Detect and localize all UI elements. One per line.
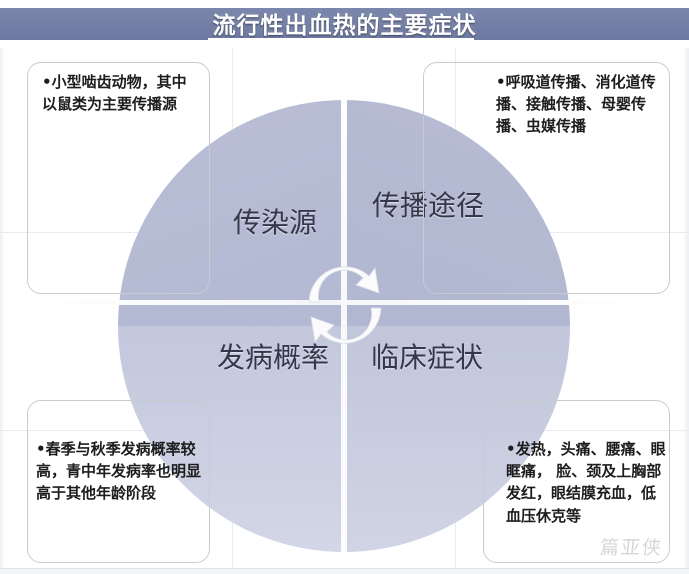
title-bar [0, 8, 689, 40]
callout-body: 呼吸道传播、消化道传播、接触传播、母婴传播、虫媒传播 [496, 73, 656, 136]
bullet-marker: • [36, 440, 46, 458]
callout-box-top-left[interactable]: •小型啮齿动物，其中以鼠类为主要传播源 [27, 62, 210, 294]
callout-text-bottom-left: •春季与秋季发病概率较高，青中年发病率也明显高于其他年龄阶段 [36, 438, 202, 505]
quadrant-label-bottom-right: 临床症状 [370, 341, 483, 374]
quadrant-wheel [118, 100, 570, 552]
quadrant-label-bottom-left: 发病概率 [216, 341, 329, 374]
callout-body: 小型啮齿动物，其中以鼠类为主要传播源 [42, 73, 187, 114]
quadrant-label-top-left: 传染源 [232, 206, 317, 239]
bottom-page-edge [0, 568, 689, 574]
cycle-arrows-svg [308, 266, 382, 344]
callout-body: 发热，头痛、腰痛、眼眶痛， 脸、颈及上胸部发红，眼结膜充血，低血压休克等 [506, 440, 666, 525]
bullet-marker: • [506, 440, 516, 458]
callout-box-bottom-left[interactable]: •春季与秋季发病概率较高，青中年发病率也明显高于其他年龄阶段 [27, 400, 210, 563]
callout-text-top-right: •呼吸道传播、消化道传播、接触传播、母婴传播、虫媒传播 [496, 71, 664, 138]
left-page-edge [0, 48, 4, 568]
wheel-quadrant-top-right[interactable] [344, 100, 570, 326]
page-title: 流行性出血热的主要症状 [212, 12, 477, 39]
callout-body: 春季与秋季发病概率较高，青中年发病率也明显高于其他年龄阶段 [36, 440, 202, 503]
cycle-arrows-icon [303, 262, 387, 348]
callout-box-top-right[interactable]: •呼吸道传播、消化道传播、接触传播、母婴传播、虫媒传播 [423, 62, 670, 294]
bullet-marker: • [496, 73, 506, 91]
right-page-edge [683, 48, 689, 568]
wheel-divider-vertical [341, 48, 347, 574]
wheel-quadrant-top-left[interactable] [118, 100, 344, 326]
quadrant-label-top-right: 传播途径 [371, 189, 484, 222]
wheel-divider-horizontal-left [6, 300, 346, 305]
callout-box-bottom-right[interactable]: •发热，头痛、腰痛、眼眶痛， 脸、颈及上胸部发红，眼结膜充血，低血压休克等 [483, 400, 670, 563]
wheel-divider-horizontal-right [345, 300, 683, 305]
callout-text-bottom-right: •发热，头痛、腰痛、眼眶痛， 脸、颈及上胸部发红，眼结膜充血，低血压休克等 [506, 438, 666, 527]
wheel-quadrant-bottom-right[interactable] [344, 326, 570, 552]
title-bar-notch [208, 38, 474, 48]
watermark: 篇亚侠 [598, 537, 665, 559]
callout-text-top-left: •小型啮齿动物，其中以鼠类为主要传播源 [42, 71, 194, 115]
wheel-quadrant-bottom-left[interactable] [118, 326, 344, 552]
bullet-marker: • [42, 73, 52, 91]
